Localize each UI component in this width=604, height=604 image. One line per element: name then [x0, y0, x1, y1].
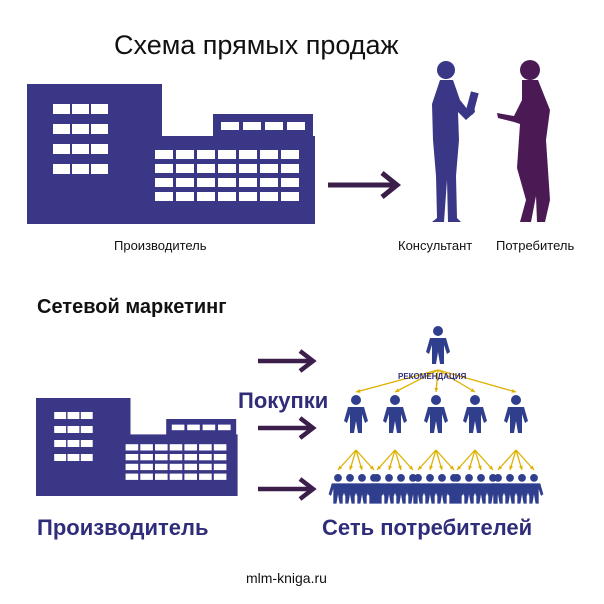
producer-label: Производитель: [114, 238, 207, 253]
network-marketing-title: Сетевой маркетинг: [37, 296, 227, 318]
consumer-label: Потребитель: [496, 238, 575, 253]
recommendation-label: РЕКОМЕНДАЦИЯ: [398, 372, 467, 381]
network-consumers-label: Сеть потребителей: [322, 515, 533, 540]
direct-sales-title: Схема прямых продаж: [114, 30, 399, 60]
consultant-label: Консультант: [398, 238, 473, 253]
footer-site: mlm-kniga.ru: [246, 570, 327, 586]
network-producer-label: Производитель: [37, 515, 209, 540]
purchases-label: Покупки: [238, 388, 329, 413]
